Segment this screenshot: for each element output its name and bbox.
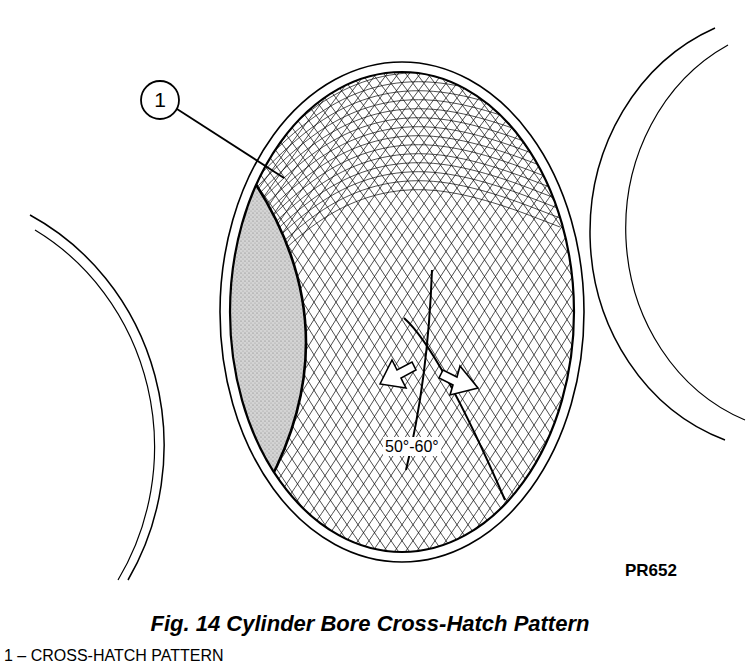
hatch-line — [89, 50, 449, 580]
hatch-line — [230, 118, 560, 235]
hatch-line — [386, 50, 746, 580]
hatch-line — [388, 50, 748, 580]
hatch-line — [0, 50, 317, 580]
angle-arrow — [439, 366, 478, 395]
hatch-line — [254, 50, 614, 580]
hatch-line — [375, 50, 735, 580]
neighbour-bore — [626, 45, 745, 420]
hatch-line — [122, 50, 482, 580]
hatch-line — [432, 50, 752, 580]
angle-line — [404, 318, 505, 500]
hatch-line — [1, 50, 361, 580]
hatch-line — [287, 50, 647, 580]
hatch-line — [276, 50, 636, 580]
hatch-line — [520, 50, 752, 580]
hatch-line — [331, 50, 691, 580]
hatch-line — [0, 50, 339, 580]
hatch-line — [45, 50, 405, 580]
hatch-line — [463, 50, 752, 580]
hatch-line — [531, 50, 752, 580]
hatch-line — [507, 50, 752, 580]
hatch-line — [69, 50, 429, 580]
hatch-line — [155, 50, 515, 580]
hatch-line — [487, 50, 752, 580]
hatch-line — [67, 50, 427, 580]
hatch-line — [377, 50, 737, 580]
hatch-line — [529, 50, 752, 580]
hatch-line — [485, 50, 752, 580]
hatch-line — [342, 50, 702, 580]
leader-line — [177, 109, 284, 178]
hatch-line — [355, 50, 715, 580]
hatch-line — [353, 50, 713, 580]
hatch-line — [0, 50, 330, 580]
hatch-line — [408, 50, 752, 580]
hatch-line — [496, 50, 752, 580]
hatch-line — [509, 50, 752, 580]
hatch-line — [551, 50, 752, 580]
hatch-line — [14, 50, 374, 580]
legend-item: 1 – CROSS-HATCH PATTERN — [4, 646, 224, 665]
hatch-line — [91, 50, 451, 580]
hatch-line — [0, 50, 262, 580]
shaded-wall — [150, 183, 306, 484]
hatch-line — [498, 50, 752, 580]
neighbour-bore — [30, 215, 164, 580]
hatch-line — [320, 50, 680, 580]
hatch-line — [265, 50, 625, 580]
hatch-line — [23, 50, 383, 580]
hatch-line — [133, 50, 493, 580]
hatch-line — [166, 50, 526, 580]
hatch-line — [25, 50, 385, 580]
angle-arrow — [380, 360, 416, 388]
hatch-line — [100, 50, 460, 580]
figure-caption: Fig. 14 Cylinder Bore Cross-Hatch Patter… — [151, 611, 590, 637]
hatch-line — [0, 50, 253, 580]
hatch-line — [78, 50, 438, 580]
hatch-line — [56, 50, 416, 580]
hatch-line — [474, 50, 752, 580]
hatch-line — [34, 50, 394, 580]
hatch-line — [518, 50, 752, 580]
bore-inner-edge — [230, 72, 574, 552]
hatch-line — [0, 50, 328, 580]
hatch-line — [344, 50, 704, 580]
neighbour-bore — [35, 230, 155, 580]
hatch-line — [298, 50, 658, 580]
cross-hatch-lines — [0, 50, 752, 580]
hatch-line — [454, 50, 752, 580]
callout-circle — [141, 81, 179, 119]
wall-boundary — [255, 183, 306, 484]
callout-number: 1 — [145, 87, 175, 112]
hatch-line — [366, 50, 726, 580]
angle-label: 50°-60° — [383, 437, 441, 456]
hatch-line — [452, 50, 752, 580]
hatch-line — [0, 50, 264, 580]
hatch-line — [0, 50, 242, 580]
hatch-line — [441, 50, 752, 580]
hatch-line — [540, 50, 752, 580]
hatch-line — [12, 50, 372, 580]
hatch-line — [0, 50, 306, 580]
hatch-line — [364, 50, 724, 580]
hatch-line — [102, 50, 462, 580]
neighbour-bore — [590, 28, 725, 440]
hatch-line — [47, 50, 407, 580]
hatch-line — [562, 50, 752, 580]
hatch-line — [430, 50, 752, 580]
hatch-line — [0, 50, 352, 580]
hatch-line — [476, 50, 752, 580]
hatch-line — [410, 50, 752, 580]
hatch-line — [0, 50, 308, 580]
hatch-line — [58, 50, 418, 580]
hatch-line — [36, 50, 396, 580]
hatch-line — [421, 50, 752, 580]
figure-code: PR652 — [625, 561, 677, 581]
hatch-line — [0, 50, 319, 580]
